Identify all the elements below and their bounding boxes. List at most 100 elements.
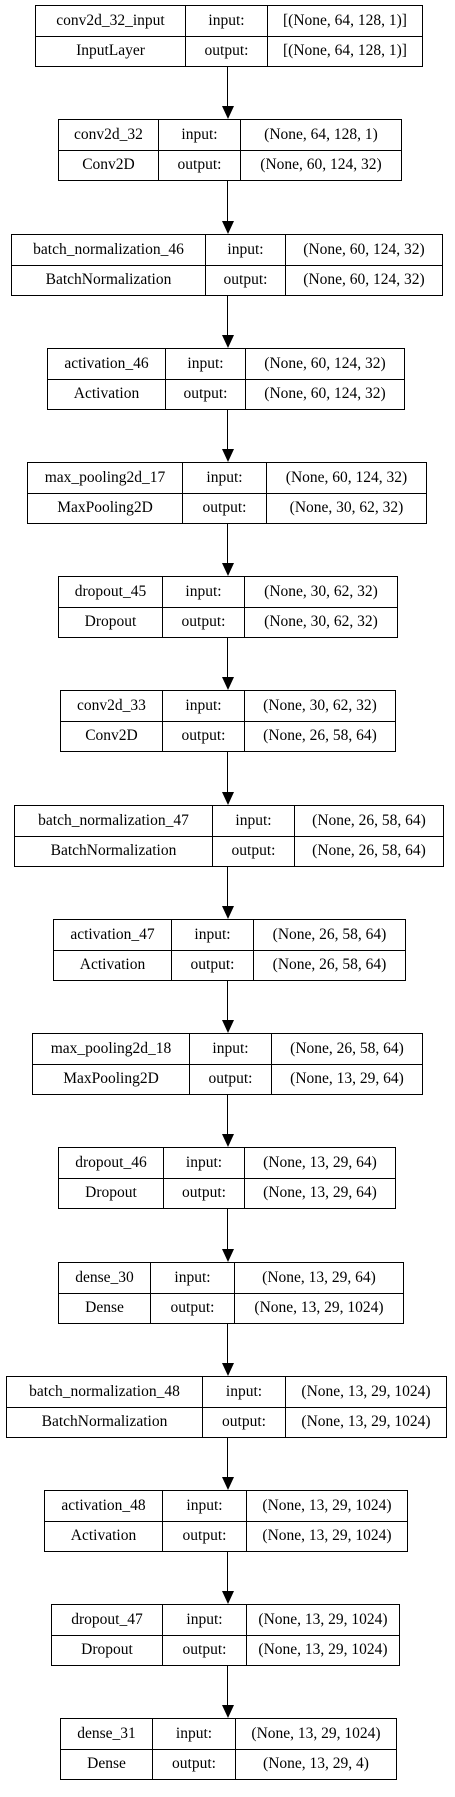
output-label: output: <box>159 150 241 180</box>
connector-arrow <box>227 1209 228 1250</box>
input-shape: (None, 13, 29, 1024) <box>301 1383 431 1400</box>
arrow-head-icon <box>221 1249 234 1262</box>
input-label: input: <box>163 1491 247 1521</box>
input-shape: (None, 30, 62, 32) <box>263 697 377 714</box>
layer-name: batch_normalization_46 <box>12 235 206 265</box>
connector-arrow <box>227 67 228 107</box>
input-shape: [(None, 64, 128, 1)] <box>283 12 407 29</box>
layer-type: Dense <box>59 1293 151 1323</box>
layer-name: activation_46 <box>48 349 166 379</box>
layer-type: BatchNormalization <box>7 1407 203 1437</box>
layer-name: activation_47 <box>54 920 172 950</box>
connector-arrow <box>227 1552 228 1592</box>
layer-name: conv2d_33 <box>61 691 163 721</box>
output-label: output: <box>163 607 245 637</box>
input-label: input: <box>203 1377 286 1407</box>
layer-name: batch_normalization_47 <box>15 806 213 836</box>
layer-type: Activation <box>48 379 166 409</box>
connector-arrow <box>227 181 228 222</box>
input-shape: (None, 26, 58, 64) <box>312 812 426 829</box>
input-label: input: <box>166 349 246 379</box>
arrow-head-icon <box>221 1705 234 1718</box>
output-label: output: <box>163 1635 247 1665</box>
layer-name: dropout_45 <box>59 577 163 607</box>
arrow-head-icon <box>221 677 234 690</box>
output-label: output: <box>163 721 245 751</box>
input-label: input: <box>163 1605 247 1635</box>
arrow-head-icon <box>221 792 234 805</box>
layer-type: BatchNormalization <box>12 265 206 295</box>
layer-type: InputLayer <box>36 36 186 66</box>
output-shape: (None, 30, 62, 32) <box>264 613 378 630</box>
arrow-head-icon <box>221 1477 234 1490</box>
output-label: output: <box>163 1521 247 1551</box>
output-label: output: <box>203 1407 286 1437</box>
output-label: output: <box>172 950 254 980</box>
arrow-head-icon <box>221 1134 234 1147</box>
output-label: output: <box>213 836 295 866</box>
layer-name: max_pooling2d_17 <box>28 463 183 493</box>
arrow-head-icon <box>221 906 234 919</box>
arrow-head-icon <box>221 1363 234 1376</box>
input-label: input: <box>159 120 241 150</box>
output-label: output: <box>151 1293 235 1323</box>
arrow-head-icon <box>221 335 234 348</box>
input-shape: (None, 13, 29, 1024) <box>251 1725 381 1742</box>
input-label: input: <box>213 806 295 836</box>
output-shape: (None, 60, 124, 32) <box>260 156 382 173</box>
layer-type: Dropout <box>59 607 163 637</box>
layer-type: Dropout <box>59 1178 164 1208</box>
input-shape: (None, 13, 29, 1024) <box>258 1611 388 1628</box>
layer-name: dropout_46 <box>59 1148 164 1178</box>
arrow-head-icon <box>221 1020 234 1033</box>
output-shape: (None, 26, 58, 64) <box>263 727 377 744</box>
connector-arrow <box>227 867 228 907</box>
connector-arrow <box>227 1438 228 1478</box>
input-shape: (None, 26, 58, 64) <box>272 926 387 943</box>
connector-arrow <box>227 1095 228 1135</box>
input-label: input: <box>151 1263 235 1293</box>
output-label: output: <box>186 36 268 66</box>
input-shape: (None, 60, 124, 32) <box>264 355 386 372</box>
input-shape: (None, 13, 29, 1024) <box>262 1497 392 1514</box>
connector-arrow <box>227 1666 228 1706</box>
layer-type: Dropout <box>52 1635 163 1665</box>
input-label: input: <box>163 577 245 607</box>
output-shape: (None, 60, 124, 32) <box>264 385 386 402</box>
output-shape: (None, 30, 62, 32) <box>289 499 404 516</box>
output-shape: (None, 13, 29, 64) <box>263 1184 377 1201</box>
layer-name: batch_normalization_48 <box>7 1377 203 1407</box>
input-label: input: <box>206 235 286 265</box>
output-shape: (None, 13, 29, 64) <box>290 1070 404 1087</box>
layer-name: conv2d_32 <box>59 120 159 150</box>
connector-arrow <box>227 752 228 793</box>
arrow-head-icon <box>221 563 234 576</box>
output-shape: (None, 13, 29, 4) <box>263 1755 369 1772</box>
connector-arrow <box>227 410 228 450</box>
output-label: output: <box>190 1064 272 1094</box>
connector-arrow <box>227 296 228 336</box>
layer-type: Activation <box>45 1521 163 1551</box>
connector-arrow <box>227 1324 228 1364</box>
layer-type: Conv2D <box>61 721 163 751</box>
output-shape: [(None, 64, 128, 1)] <box>283 42 407 59</box>
output-label: output: <box>153 1749 236 1779</box>
input-shape: (None, 30, 62, 32) <box>264 583 378 600</box>
output-label: output: <box>206 265 286 295</box>
layer-name: dense_31 <box>61 1719 153 1749</box>
layer-name: conv2d_32_input <box>36 6 186 36</box>
input-label: input: <box>183 463 267 493</box>
output-label: output: <box>183 493 267 523</box>
